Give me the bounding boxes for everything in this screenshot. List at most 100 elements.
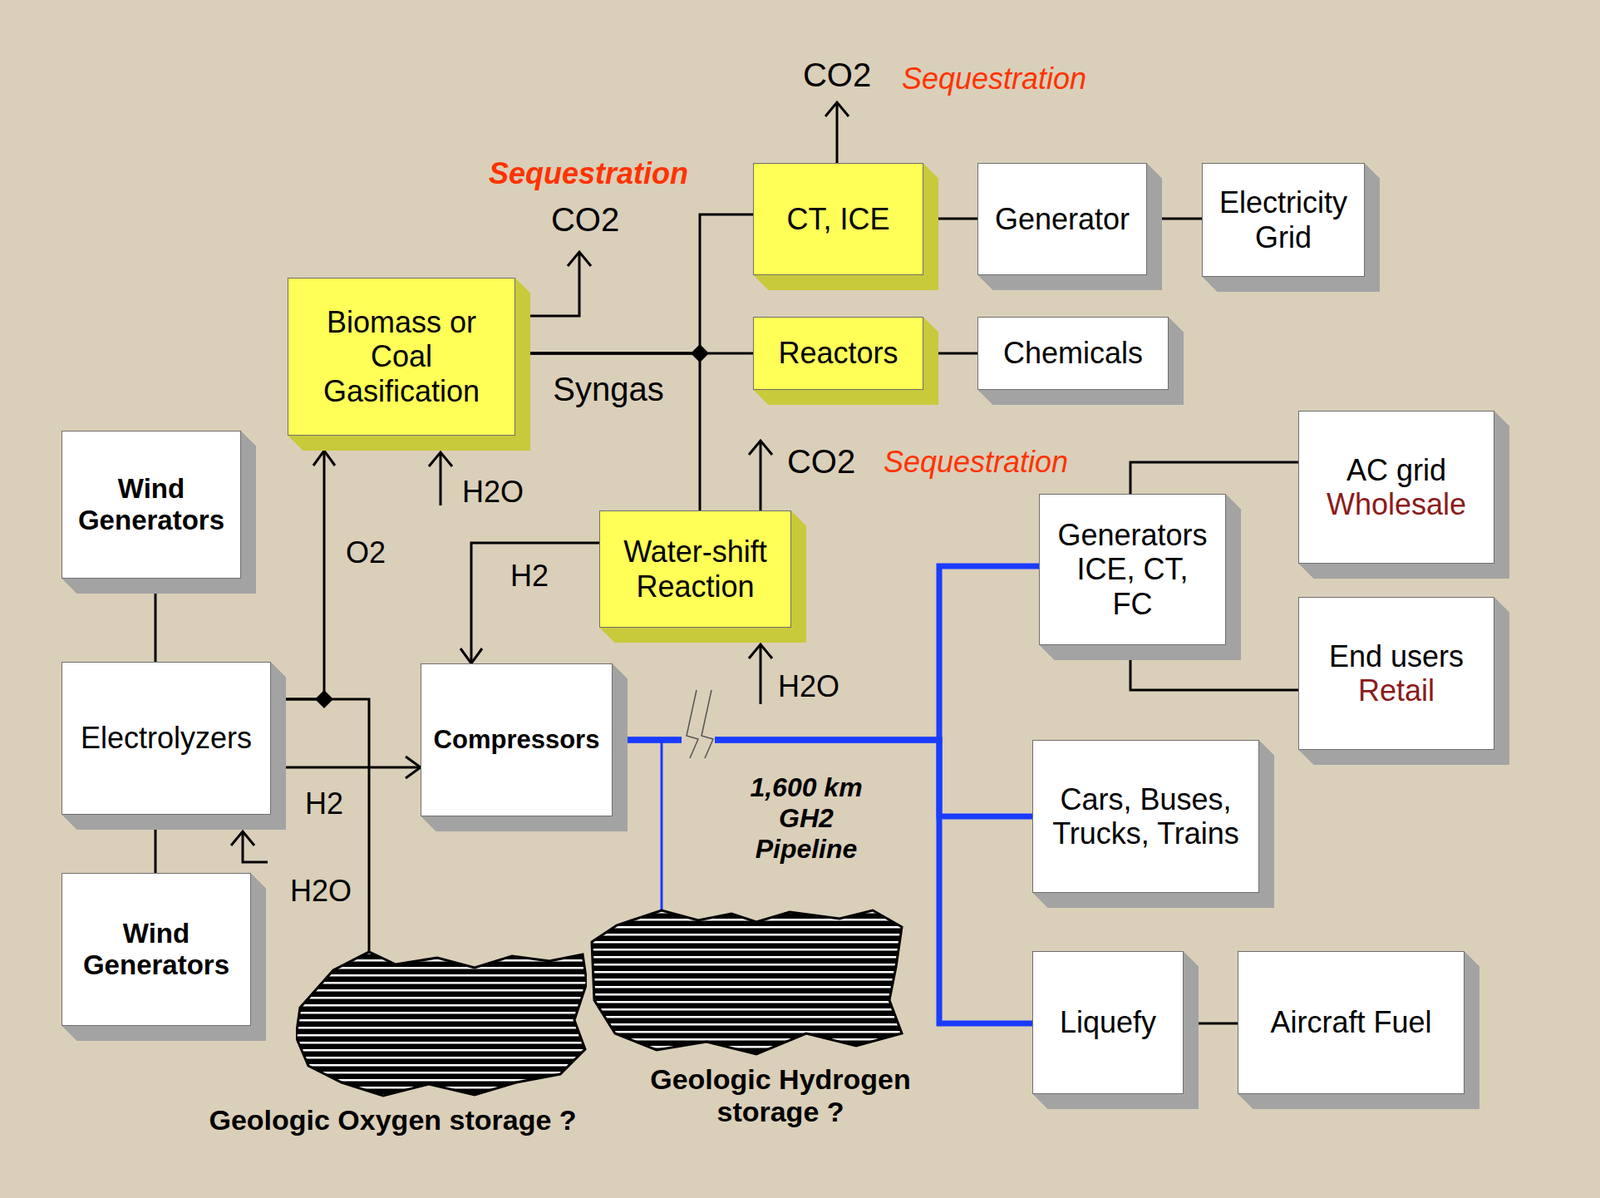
box-text-group: AC gridWholesale [1305,452,1487,522]
process-box: Reactors [753,316,939,405]
connector-line [1198,1022,1238,1025]
box-face: Wind Generators [61,872,252,1026]
junction-dot [690,344,709,363]
box-label: Retail [1305,673,1487,708]
box-label: Electrolyzers [68,720,264,755]
box-face: AC gridWholesale [1298,410,1495,564]
box-face: Chemicals [977,316,1169,390]
box-text-group: Electricity Grid [1212,185,1354,255]
process-box: Cars, Buses, Trucks, Trains [1032,739,1275,908]
annotation-label: CO2 [802,56,872,94]
connector-line [154,593,158,662]
box-label: Cars, Buses, Trucks, Trains [1046,782,1246,852]
box-label: CT, ICE [760,201,916,237]
box-face: End usersRetail [1298,596,1495,750]
connector-line [530,353,700,511]
box-label: Liquefy [1039,1004,1177,1039]
connector-line [285,766,421,769]
box-label: Generator [984,201,1140,237]
process-box: End usersRetail [1298,596,1510,765]
box-label: Wind Generators [72,917,241,981]
connector-line [1130,462,1299,494]
process-box: Compressors [420,663,628,832]
box-text-group: Reactors [760,335,916,370]
annotation-label: Sequestration [901,62,1087,96]
connector [460,542,600,664]
box-face: Electricity Grid [1201,162,1365,277]
process-box: Wind Generators [61,430,256,594]
connector-line [471,542,600,664]
box-label: Biomass or Coal Gasification [305,305,498,409]
box-text-group: Generators ICE, CT, FC [1056,517,1209,621]
box-text-group: Water-shift Reaction [610,534,781,604]
box-label: Electricity Grid [1212,185,1354,255]
box-label: Water-shift Reaction [610,534,781,604]
box-face: Generators ICE, CT, FC [1038,493,1226,645]
process-box: Chemicals [977,316,1184,405]
formation-outline [295,951,587,1096]
annotation-label: Sequestration [488,157,689,191]
connector [285,699,370,953]
box-label: AC grid [1305,452,1487,488]
edge-label: O2 [345,535,386,570]
connector-line [1130,659,1299,690]
box-text-group: Biomass or Coal Gasification [305,305,498,409]
annotation-label: CO2 [551,201,620,238]
edge-label: H2 [510,558,549,593]
arrow-head [405,756,421,778]
box-face: Reactors [753,316,924,390]
connector [285,450,335,700]
co2-leader-arrow [530,251,591,316]
annotation-label: H2O [777,669,840,704]
box-text-group: Wind Generators [72,472,231,537]
connector [1130,462,1299,494]
process-box: AC gridWholesale [1298,410,1510,579]
geologic-formation [590,908,904,1057]
box-text-group: CT, ICE [760,201,916,237]
box-face: Liquefy [1032,950,1184,1094]
storage-region: Geologic Oxygen storage ? [188,949,597,1141]
box-label: End users [1305,639,1487,674]
box-text-group: Wind Generators [72,917,241,981]
storage-label: Geologic Hydrogen storage ? [630,1063,931,1128]
co2-leader-arrow [825,102,849,163]
box-label: Generators ICE, CT, FC [1056,517,1209,621]
connector [155,593,157,662]
connector-line [285,450,325,700]
box-text-group: Liquefy [1039,1004,1177,1039]
annotation-label: H2O [462,475,524,509]
box-face: Compressors [420,663,613,817]
annotation-label: H2O [290,874,352,908]
box-face: Biomass or Coal Gasification [287,277,516,436]
edge-label: 1,600 km GH2 Pipeline [735,772,877,864]
box-text-group: End usersRetail [1305,639,1487,709]
pipeline-break-symbol [701,689,714,759]
storage-region: Geologic Hydrogen storage ? [590,908,931,1133]
connector-line [1161,217,1202,221]
connector-line [627,739,662,911]
process-box: Water-shift Reaction [599,510,807,643]
box-label: Chemicals [984,335,1162,370]
water-leader-arrow [428,452,453,506]
connector [1198,1023,1238,1024]
co2-leader-arrow [748,440,773,511]
connector [530,353,700,511]
box-text-group: Electrolyzers [68,720,264,755]
connector [938,218,978,220]
process-box: CT, ICE [753,162,939,291]
edge-label: H2 [305,786,344,821]
box-text-group: Chemicals [984,335,1162,370]
box-text-group: Compressors [428,724,606,755]
box-face: Aircraft Fuel [1237,950,1465,1094]
connector [938,353,978,355]
box-label: Wind Generators [72,472,231,537]
geologic-formation [295,949,587,1098]
box-face: Wind Generators [61,430,242,579]
storage-label: Geologic Oxygen storage ? [188,1103,597,1137]
box-face: CT, ICE [753,162,924,276]
process-box: Generators ICE, CT, FC [1038,493,1241,660]
connector-line [938,217,978,221]
pipeline-break-symbol [686,689,699,759]
box-text-group: Cars, Buses, Trucks, Trains [1046,782,1246,852]
